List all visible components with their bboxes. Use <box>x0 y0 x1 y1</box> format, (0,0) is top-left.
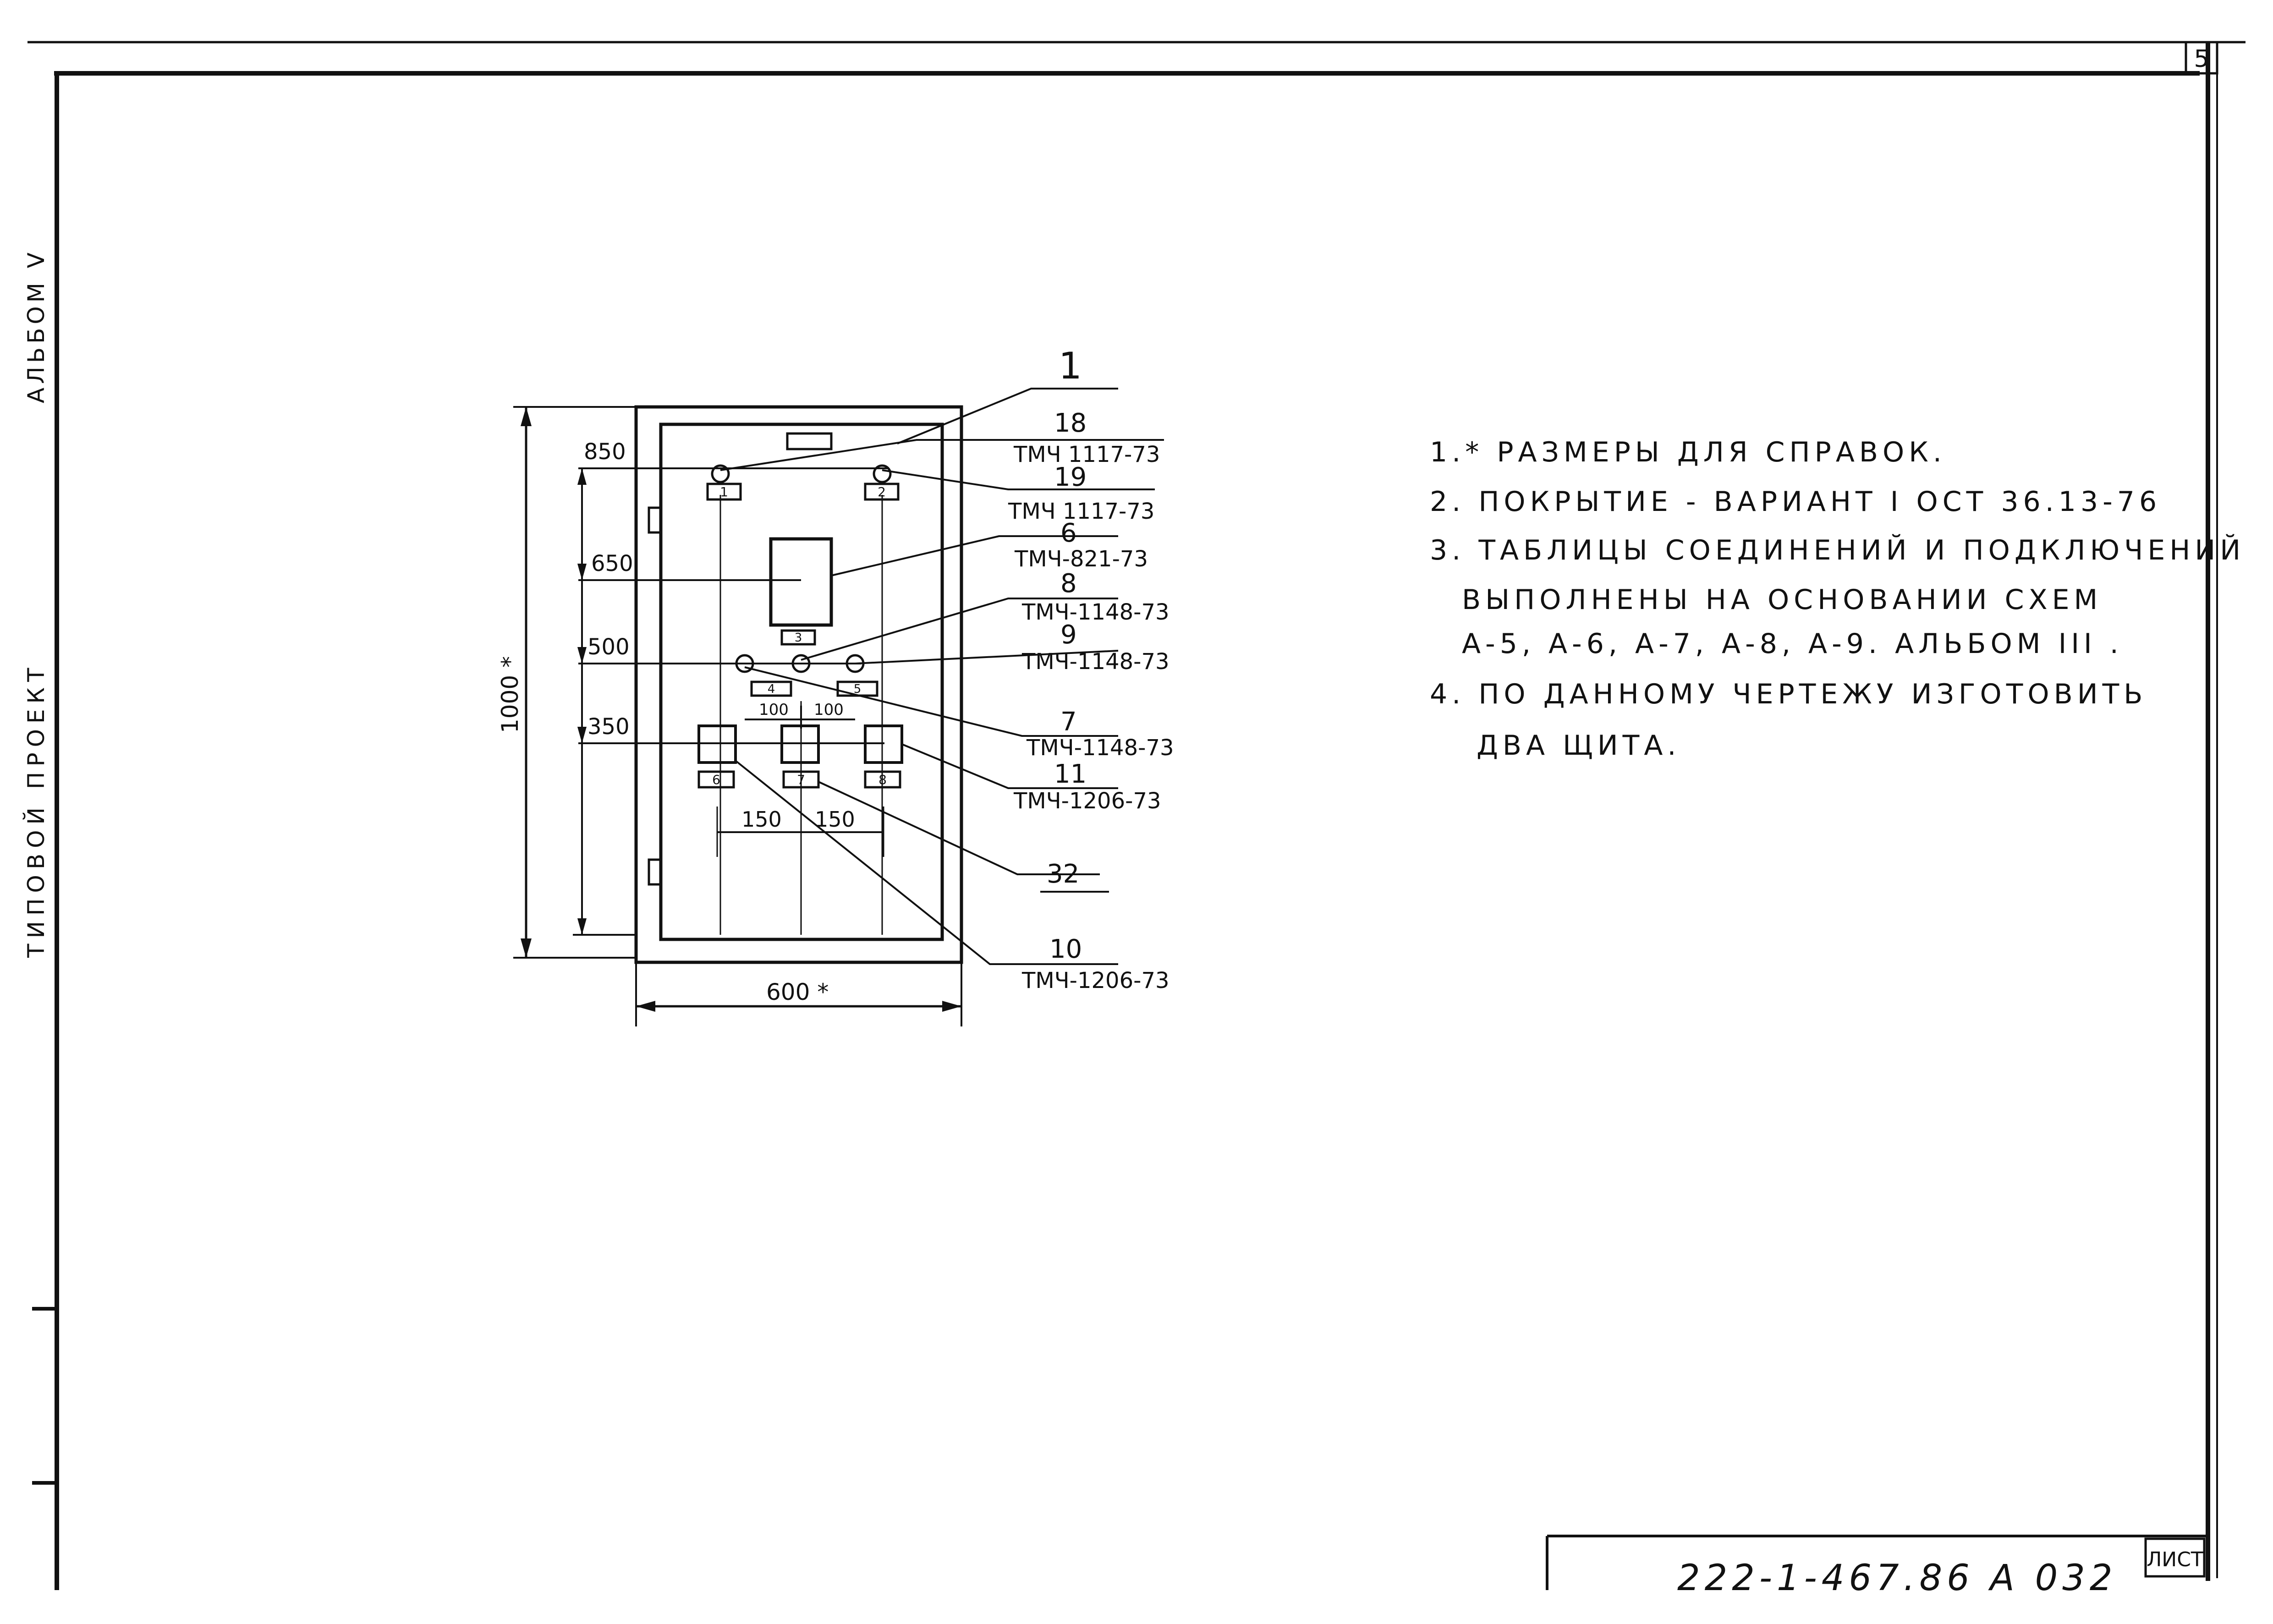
svg-text:3: 3 <box>795 631 802 645</box>
level-850: 850 <box>584 439 626 465</box>
drawing-code: 222-1-467.86 А 032 <box>1677 1558 2117 1599</box>
svg-text:8: 8 <box>1060 569 1077 598</box>
svg-text:ТМЧ-1206-73: ТМЧ-1206-73 <box>1013 788 1161 814</box>
callout-main: 1 <box>1059 345 1082 387</box>
note-3: 3. ТАБЛИЦЫ СОЕДИНЕНИЙ И ПОДКЛЮЧЕНИЙ <box>1430 534 2246 566</box>
level-350: 350 <box>587 714 630 740</box>
slot-6: 6 <box>697 770 735 789</box>
sheet-stamp: ЛИСТ <box>2147 1548 2203 1571</box>
svg-text:1: 1 <box>720 484 728 499</box>
dim-height-label: 1000 * <box>497 656 523 733</box>
callout-main-number: 1 <box>1059 345 1082 387</box>
dimension-height: 1000 * <box>497 406 636 959</box>
slot-8: 8 <box>864 770 901 789</box>
svg-text:6: 6 <box>712 772 720 787</box>
slot-5: 5 <box>836 680 878 697</box>
svg-text:18: 18 <box>1054 408 1087 438</box>
svg-text:9: 9 <box>1060 620 1077 650</box>
sheet-number: 5 <box>2194 45 2209 73</box>
svg-text:8: 8 <box>878 772 887 787</box>
dim-width-label: 600 * <box>766 979 829 1005</box>
svg-text:2: 2 <box>878 484 886 499</box>
svg-text:19: 19 <box>1054 462 1087 492</box>
svg-text:ТМЧ-1206-73: ТМЧ-1206-73 <box>1021 968 1169 993</box>
callout-9: 9 ТМЧ-1148-73 <box>1021 620 1169 675</box>
side-album-label: АЛЬБОМ V <box>23 249 49 403</box>
svg-text:ТМЧ-1148-73: ТМЧ-1148-73 <box>1021 599 1169 625</box>
leader-lines <box>720 388 1164 965</box>
note-4: 4. ПО ДАННОМУ ЧЕРТЕЖУ ИЗГОТОВИТЬ <box>1430 678 2147 710</box>
note-4-cont: ДВА ЩИТА. <box>1477 730 1681 762</box>
slot-2: 2 <box>864 483 900 501</box>
svg-text:6: 6 <box>1060 518 1077 548</box>
callout-6: 6 ТМЧ-821-73 <box>1014 518 1148 572</box>
callout-11: 11 ТМЧ-1206-73 <box>1013 759 1161 814</box>
level-500: 500 <box>587 634 630 660</box>
title-block: ЛИСТ 222-1-467.86 А 032 <box>1546 1535 2208 1599</box>
sheet-frame <box>27 41 2246 1590</box>
slot-1: 1 <box>706 483 742 501</box>
cabinet-inner-panel <box>659 422 944 941</box>
dimension-spacing-bottom: 150 150 <box>716 807 884 857</box>
callout-10: 10 ТМЧ-1206-73 <box>1021 934 1169 993</box>
note-1: 1.* РАЗМЕРЫ ДЛЯ СПРАВОК. <box>1430 436 1946 468</box>
note-3-cont-2: А-5, А-6, А-7, А-8, А-9. АЛЬБОМ III . <box>1462 628 2123 660</box>
svg-text:32: 32 <box>1047 859 1079 889</box>
svg-text:ТМЧ 1117-73: ТМЧ 1117-73 <box>1008 499 1154 524</box>
slot-7: 7 <box>782 770 820 789</box>
callout-8: 8 ТМЧ-1148-73 <box>1021 569 1169 625</box>
sheet-number-box: 5 <box>2185 41 2218 75</box>
side-project-label: ТИПОВОЙ ПРОЕКТ <box>22 662 49 958</box>
spacing-top-left: 100 <box>759 701 789 719</box>
svg-text:7: 7 <box>1060 707 1077 737</box>
slot-3: 3 <box>780 629 816 646</box>
callout-7: 7 ТМЧ-1148-73 <box>1026 707 1174 761</box>
svg-text:7: 7 <box>797 772 805 787</box>
svg-text:5: 5 <box>854 682 862 696</box>
svg-text:ТМЧ 1117-73: ТМЧ 1117-73 <box>1013 442 1160 467</box>
svg-text:10: 10 <box>1049 934 1082 964</box>
svg-text:11: 11 <box>1054 759 1087 789</box>
meter-box <box>769 537 833 627</box>
note-3-cont-1: ВЫПОЛНЕНЫ НА ОСНОВАНИИ СХЕМ <box>1462 584 2103 616</box>
callout-18: 18 ТМЧ 1117-73 <box>1013 408 1160 467</box>
svg-text:ТМЧ-1148-73: ТМЧ-1148-73 <box>1026 735 1174 761</box>
svg-text:4: 4 <box>768 682 775 696</box>
level-650: 650 <box>591 551 633 576</box>
slot-4: 4 <box>750 680 792 697</box>
dimension-spacing-top: 100 100 <box>745 701 855 729</box>
cabinet-outline <box>634 405 963 964</box>
spacing-top-right: 100 <box>814 701 844 719</box>
note-2: 2. ПОКРЫТИЕ - ВАРИАНТ I ОСТ 36.13-76 <box>1430 486 2162 518</box>
svg-text:ТМЧ-821-73: ТМЧ-821-73 <box>1014 546 1148 572</box>
dimension-width: 600 * <box>635 962 962 1026</box>
spacing-bottom-left: 150 <box>741 807 782 832</box>
svg-text:ТМЧ-1148-73: ТМЧ-1148-73 <box>1021 649 1169 675</box>
cabinet-view: 1 2 3 4 5 6 7 8 <box>578 405 963 964</box>
callout-19: 19 ТМЧ 1117-73 <box>1008 462 1154 524</box>
callout-32: 32 <box>1040 859 1109 893</box>
spacing-bottom-right: 150 <box>815 807 855 832</box>
dimension-levels: 850 650 500 350 <box>573 439 636 936</box>
nameplate <box>786 432 833 450</box>
